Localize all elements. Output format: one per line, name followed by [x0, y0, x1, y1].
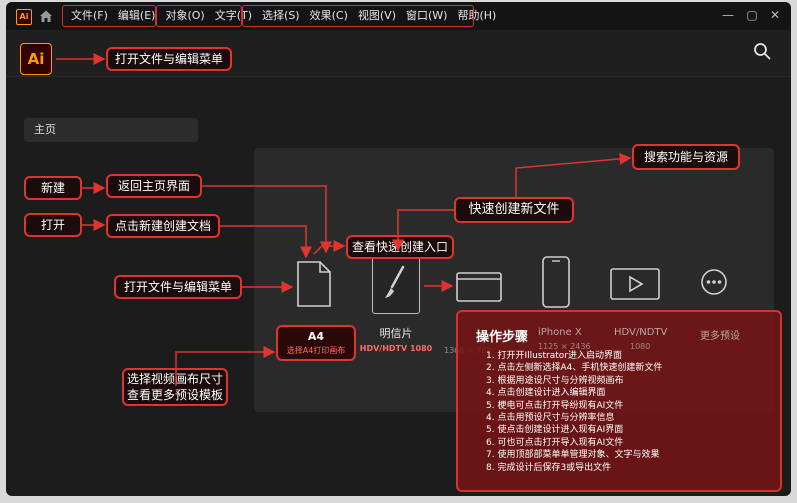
- step-item: 1. 打开开Illustrator进入启动界面: [486, 351, 622, 361]
- step-item: 7. 使用顶部部菜单单管理对象、文字与效果: [486, 450, 660, 461]
- preset-postcard-sub: HDV/HDTV 1080: [359, 344, 433, 353]
- preset-iphone-sub: 1125 × 2436: [538, 342, 591, 351]
- preset-iphone-label: iPhone X: [538, 327, 582, 338]
- preset-more-label: 更多预设: [700, 331, 740, 342]
- menu-view[interactable]: 视图(V): [357, 9, 396, 22]
- menu-object[interactable]: 对象(O): [165, 9, 205, 22]
- menu-bar: 文件(F) 编辑(E) 对象(O) 文字(T) 选择(S) 效果(C) 视图(V…: [66, 7, 501, 25]
- steps-title: 操作步骤: [476, 330, 529, 345]
- home-icon[interactable]: [38, 8, 54, 24]
- step-item: 5. 梗电可点击打开导纷现有AI文件: [486, 400, 624, 411]
- callout-open-edit-menu: 打开文件与编辑菜单: [114, 275, 242, 299]
- home-tab[interactable]: 主页: [24, 118, 198, 142]
- more-presets-icon[interactable]: [700, 268, 728, 296]
- callout-video-canvas: 选择视频画布尺寸 查看更多预设模板: [122, 368, 228, 406]
- ai-logo: Ai: [20, 43, 52, 75]
- menu-select[interactable]: 选择(S): [262, 9, 300, 22]
- preset-hdv-sub: 1080: [630, 342, 651, 351]
- step-item: 4. 点击创建设计进入编辑界面: [486, 388, 606, 399]
- callout-quick-entry: 查看快速创建入口: [346, 235, 454, 259]
- callout-quick-create: 快速创建新文件: [454, 197, 574, 223]
- step-item: 4. 点击用预设尺寸与分辨率信息: [486, 413, 615, 424]
- callout-open-edit-menu-top: 打开文件与编辑菜单: [106, 47, 232, 71]
- preset-postcard-label: 明信片: [379, 327, 413, 340]
- menu-file[interactable]: 文件(F): [71, 9, 108, 22]
- steps-list: 1. 打开开Illustrator进入启动界面 2. 点击左侧新选择A4、手机快…: [486, 350, 662, 474]
- callout-back-home: 返回主页界面: [106, 174, 202, 198]
- menu-help[interactable]: 帮助(H): [457, 9, 497, 22]
- postcard-preset-tile[interactable]: [372, 254, 420, 314]
- new-button[interactable]: 新建: [24, 176, 82, 200]
- preset-a4-sub: 选择A4打印画布: [286, 346, 346, 355]
- app-window: Ai 文件(F) 编辑(E) 对象(O) 文字(T) 选择(S) 效果(C) 视…: [6, 2, 791, 496]
- callout-video-canvas-line2: 查看更多预设模板: [126, 388, 223, 402]
- menu-window[interactable]: 窗口(W): [405, 9, 448, 22]
- step-item: 5. 使点击创建设计进入现有AI界面: [486, 425, 624, 436]
- a4-document-icon[interactable]: [296, 260, 332, 308]
- steps-panel: 操作步骤 iPhone X 1125 × 2436 HDV/NDTV 1080 …: [456, 310, 782, 492]
- callout-click-new: 点击新建创建文档: [106, 214, 220, 238]
- step-item: 2. 点击左侧新选择A4、手机快速创建新文件: [486, 363, 663, 374]
- minimize-button[interactable]: —: [722, 8, 734, 22]
- open-button[interactable]: 打开: [24, 213, 82, 237]
- preset-hdv-label: HDV/NDTV: [614, 327, 668, 338]
- menu-edit[interactable]: 编辑(E): [117, 9, 156, 22]
- menu-highlight-file-edit: [62, 5, 156, 27]
- callout-video-canvas-line1: 选择视频画布尺寸: [126, 372, 223, 386]
- menu-highlight-select-help: [242, 5, 474, 27]
- web-preset-icon[interactable]: [456, 272, 502, 302]
- close-button[interactable]: ✕: [769, 8, 781, 22]
- step-item: 3. 根据用途设尺寸与分辨视频画布: [486, 375, 624, 386]
- preset-a4[interactable]: A4 选择A4打印画布: [276, 325, 356, 361]
- title-bar: Ai 文件(F) 编辑(E) 对象(O) 文字(T) 选择(S) 效果(C) 视…: [6, 2, 791, 30]
- callout-search-resources: 搜索功能与资源: [632, 144, 740, 170]
- maximize-button[interactable]: ▢: [746, 8, 758, 22]
- step-item: 6. 可也可点击打开导入现有AI文件: [486, 437, 624, 448]
- step-item: 8. 完成设计后保存3或导出文件: [486, 462, 612, 473]
- app-icon: Ai: [16, 9, 32, 25]
- phone-preset-icon[interactable]: [542, 256, 570, 308]
- menu-highlight-object-type: [156, 5, 242, 27]
- menu-effect[interactable]: 效果(C): [309, 9, 348, 22]
- preset-a4-label: A4: [307, 330, 325, 343]
- brush-icon: [385, 265, 405, 298]
- search-icon[interactable]: [753, 42, 771, 60]
- video-preset-icon[interactable]: [610, 268, 660, 300]
